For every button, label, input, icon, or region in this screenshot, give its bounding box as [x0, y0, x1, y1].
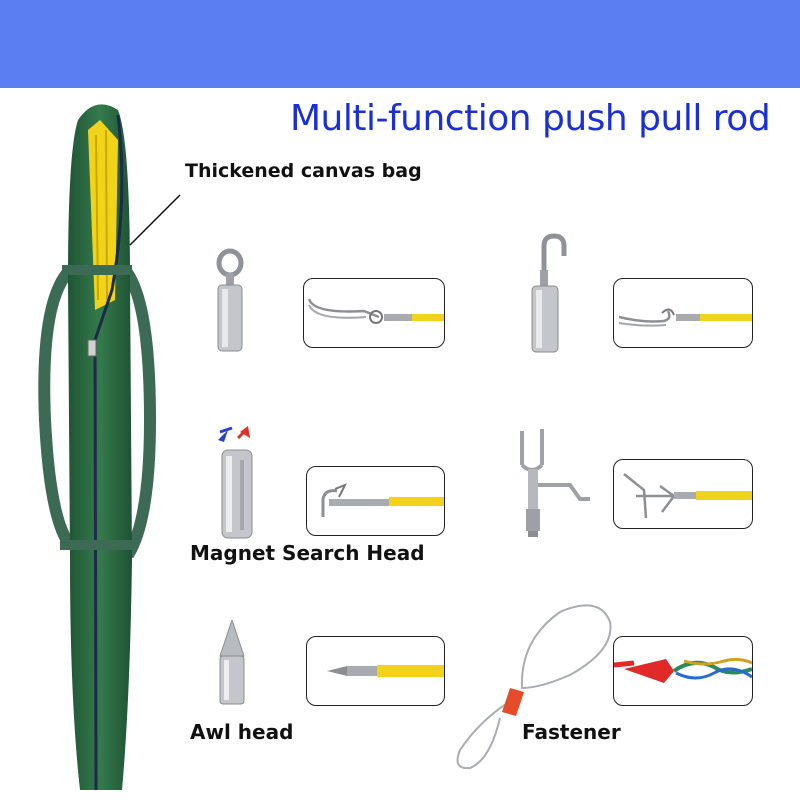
awl-head-icon: [219, 620, 245, 705]
fastener-label: Fastener: [522, 720, 621, 744]
fork-photo: [613, 459, 753, 529]
awl-photo: [306, 636, 445, 706]
eye-hook-photo: [303, 278, 445, 348]
cable-photo: [613, 636, 753, 706]
fork-head-icon: [520, 429, 590, 537]
magnet-label: Magnet Search Head: [190, 541, 425, 565]
bag-label: Thickened canvas bag: [185, 160, 422, 182]
open-hook-photo: [613, 278, 753, 348]
eye-hook-icon: [216, 248, 244, 352]
top-banner: [0, 0, 800, 88]
fastener-wire-icon: [456, 604, 612, 770]
magnet-head-icon: [218, 426, 253, 539]
open-hook-icon: [531, 233, 567, 353]
magnet-photo: [306, 466, 445, 536]
page-title: Multi-function push pull rod: [290, 98, 771, 139]
canvas-bag-icon: [38, 104, 181, 791]
awl-label: Awl head: [190, 720, 294, 744]
